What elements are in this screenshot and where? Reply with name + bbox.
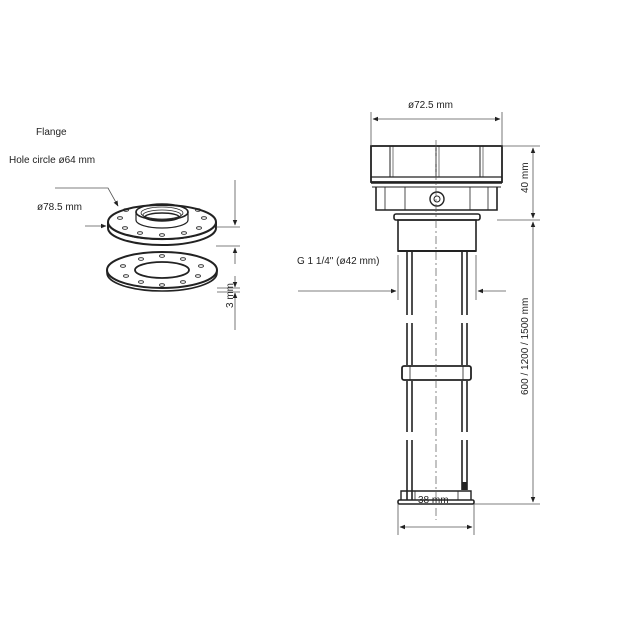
- foot-width-label: 38 mm: [418, 495, 449, 506]
- head-height-label: 40 mm: [520, 162, 531, 193]
- clamp-ring: [401, 365, 472, 381]
- gasket: [106, 251, 218, 292]
- gasket-thickness-label: 3 mm: [225, 283, 236, 308]
- flange-drawing: [106, 203, 218, 292]
- head-diameter-label: ø72.5 mm: [408, 100, 454, 111]
- flange-outer-diameter-label: ø78.5 mm: [37, 202, 83, 213]
- tube: [406, 251, 468, 500]
- thread-label: G 1 1/4" (ø42 mm): [297, 256, 380, 267]
- fitting-dimensions: [298, 112, 540, 535]
- fitting-head: [370, 145, 503, 211]
- length-label: 600 / 1200 / 1500 mm: [520, 297, 531, 395]
- fitting-drawing: [370, 140, 503, 520]
- thread-collar: [393, 213, 481, 252]
- flange-title: Flange: [36, 127, 67, 138]
- flange-dimensions: [55, 180, 240, 330]
- upper-flange: [107, 203, 217, 246]
- hole-circle-label: Hole circle ø64 mm: [9, 155, 96, 166]
